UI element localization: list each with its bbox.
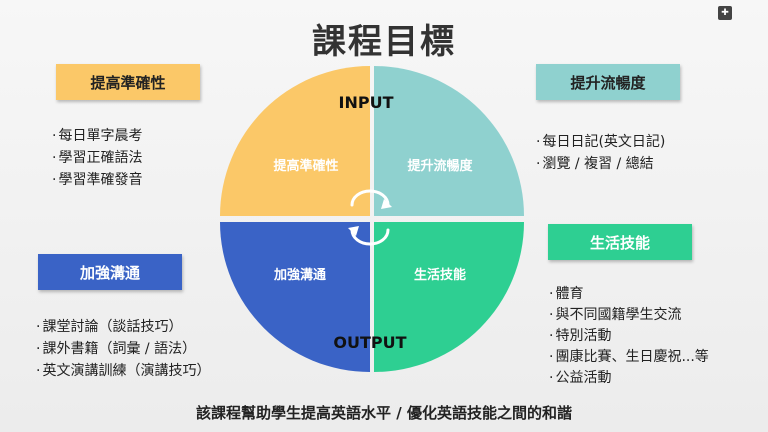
quadrant-label-top-left: 提高準確性: [273, 158, 338, 174]
communication-list: 課堂討論（談話技巧） 課外書籍（詞彙 / 語法） 英文演講訓練（演講技巧）: [36, 316, 210, 382]
list-item: 課堂討論（談話技巧）: [36, 316, 210, 338]
list-item: 與不同國籍學生交流: [549, 305, 709, 326]
list-item: 學習準確發音: [52, 169, 142, 191]
quadrant-label-bottom-left: 加強溝通: [273, 267, 326, 283]
output-label: OUTPUT: [333, 333, 406, 352]
fluency-list: 每日日記(英文日記) 瀏覽 / 複習 / 總結: [536, 131, 665, 175]
accuracy-box: 提高準確性: [56, 64, 200, 100]
quadrant-bottom-left: [220, 222, 370, 372]
communication-box: 加強溝通: [38, 254, 182, 290]
quadrant-bottom-right: [374, 222, 524, 372]
list-item: 特別活動: [549, 326, 709, 347]
list-item: 每日單字晨考: [52, 125, 142, 147]
accuracy-list: 每日單字晨考 學習正確語法 學習準確發音: [52, 125, 142, 191]
footer-caption: 該課程幫助學生提高英語水平 / 優化英語技能之間的和諧: [196, 404, 572, 422]
cycle-arrows-icon: [350, 189, 390, 246]
list-item: 公益活動: [549, 368, 709, 389]
fullscreen-icon[interactable]: ✚: [718, 6, 732, 20]
input-label: INPUT: [339, 93, 394, 112]
list-item: 瀏覽 / 複習 / 總結: [536, 153, 665, 175]
quadrant-top-left: [220, 66, 370, 216]
list-item: 課外書籍（詞彙 / 語法）: [36, 338, 210, 360]
list-item: 體育: [549, 284, 709, 305]
list-item: 團康比賽、生日慶祝...等: [549, 347, 708, 368]
quadrant-label-top-right: 提升流暢度: [407, 158, 473, 174]
quadrant-top-right: [374, 66, 524, 216]
fluency-box: 提升流暢度: [536, 64, 680, 100]
list-item: 英文演講訓練（演講技巧）: [36, 360, 210, 382]
list-item: 每日日記(英文日記): [536, 131, 665, 153]
page-title: 課程目標: [312, 22, 456, 62]
list-item: 學習正確語法: [52, 147, 142, 169]
life-skills-list: 體育 與不同國籍學生交流 特別活動 團康比賽、生日慶祝...等 公益活動: [549, 284, 709, 389]
quadrant-label-bottom-right: 生活技能: [414, 267, 466, 283]
life-skills-box: 生活技能: [548, 224, 692, 260]
